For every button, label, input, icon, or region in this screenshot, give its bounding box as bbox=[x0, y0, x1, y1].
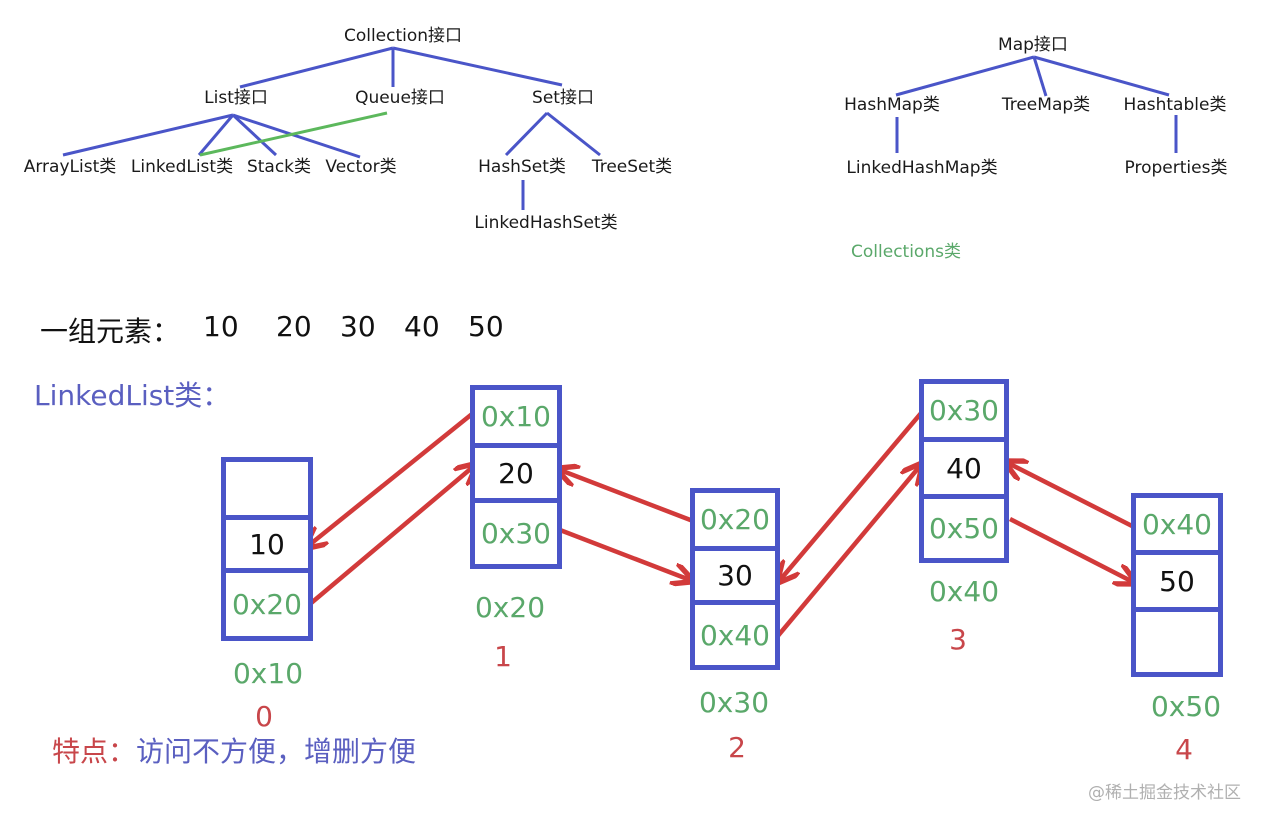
queue-linkedlist-edge bbox=[199, 111, 388, 157]
node-index: 0 bbox=[255, 700, 273, 733]
treemap-class: TreeMap类 bbox=[1001, 95, 1091, 115]
element-value: 20 bbox=[276, 310, 312, 343]
node-next-pointer: 0x40 bbox=[699, 618, 770, 652]
treeset-class: TreeSet类 bbox=[591, 157, 673, 177]
elements-row: 一组元素： bbox=[40, 310, 180, 350]
node-value: 30 bbox=[695, 546, 775, 605]
node-value: 50 bbox=[1136, 550, 1218, 612]
node-address: 0x40 bbox=[928, 575, 1000, 608]
hashtable-class: Hashtable类 bbox=[1123, 95, 1227, 115]
feature-text: 访问不方便，增删方便 bbox=[136, 735, 417, 768]
node-prev-pointer: 0x30 bbox=[928, 394, 999, 427]
hashset-class: HashSet类 bbox=[478, 157, 566, 177]
feature-label: 特点： bbox=[52, 735, 137, 768]
linkedhashset-class: LinkedHashSet类 bbox=[474, 213, 618, 233]
linkedlist-class: LinkedList类 bbox=[130, 157, 234, 177]
collections-class: Collections类 bbox=[851, 242, 961, 262]
stack-class: Stack类 bbox=[246, 157, 312, 177]
linkedlist-title: LinkedList类： bbox=[34, 379, 231, 412]
node-index: 3 bbox=[949, 623, 967, 656]
map-interface: Map接口 bbox=[998, 35, 1068, 55]
set-interface: Set接口 bbox=[532, 88, 594, 108]
node-address: 0x20 bbox=[474, 591, 546, 624]
watermark: @稀土掘金技术社区 bbox=[1088, 783, 1241, 803]
node-value: 10 bbox=[226, 515, 308, 573]
node-index: 4 bbox=[1175, 733, 1193, 766]
node-prev-pointer bbox=[226, 462, 308, 515]
hashmap-class: HashMap类 bbox=[844, 95, 940, 115]
node-next-pointer: 0x30 bbox=[480, 517, 551, 550]
element-value: 40 bbox=[404, 310, 440, 343]
node-next-pointer bbox=[1136, 612, 1218, 672]
node-value: 40 bbox=[924, 437, 1004, 499]
node-prev-pointer: 0x10 bbox=[480, 400, 551, 433]
elements-label: 一组元素： bbox=[40, 315, 181, 348]
node-address: 0x50 bbox=[1150, 690, 1222, 723]
properties-class: Properties类 bbox=[1124, 158, 1228, 178]
node-prev-pointer: 0x20 bbox=[699, 503, 770, 536]
node-index: 2 bbox=[728, 731, 746, 764]
list-node-1: 0x10 20 0x30 bbox=[470, 385, 562, 569]
element-value: 50 bbox=[468, 310, 504, 343]
list-node-2: 0x20 30 0x40 bbox=[690, 488, 780, 670]
node-index: 1 bbox=[494, 640, 512, 673]
collection-interface: Collection接口 bbox=[343, 26, 463, 46]
list-interface: List接口 bbox=[204, 88, 268, 108]
node-arrows bbox=[308, 410, 1134, 639]
node-address: 0x10 bbox=[232, 657, 304, 690]
node-next-pointer: 0x50 bbox=[928, 512, 999, 545]
feature-note: 特点：访问不方便，增删方便 bbox=[52, 730, 416, 770]
node-value: 20 bbox=[475, 443, 557, 503]
queue-interface: Queue接口 bbox=[355, 88, 445, 108]
linkedhashmap-class: LinkedHashMap类 bbox=[846, 158, 998, 178]
list-node-0: 10 0x20 bbox=[221, 457, 313, 641]
collection-tree-edges bbox=[62, 46, 601, 210]
element-value: 30 bbox=[340, 310, 376, 343]
element-value: 10 bbox=[203, 310, 239, 343]
node-next-pointer: 0x20 bbox=[231, 588, 302, 621]
node-address: 0x30 bbox=[698, 686, 770, 719]
map-tree-edges bbox=[895, 55, 1178, 153]
list-node-4: 0x40 50 bbox=[1131, 493, 1223, 677]
vector-class: Vector类 bbox=[325, 157, 397, 177]
node-prev-pointer: 0x40 bbox=[1141, 507, 1212, 541]
list-node-3: 0x30 40 0x50 bbox=[919, 379, 1009, 563]
arraylist-class: ArrayList类 bbox=[23, 157, 117, 177]
